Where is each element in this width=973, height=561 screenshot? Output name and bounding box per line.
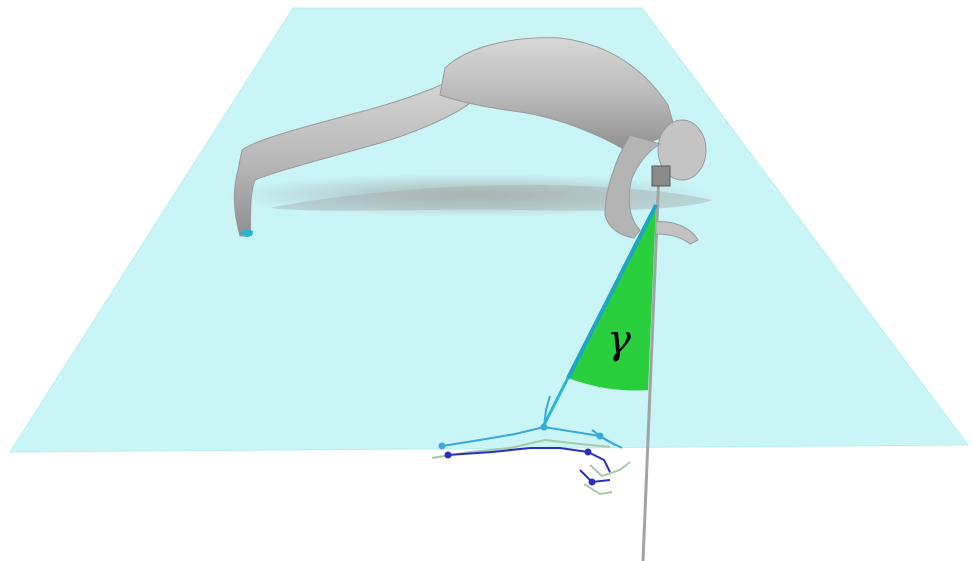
sensor-box [652,166,670,186]
projected-skeleton-dark [446,448,611,485]
angle-label: γ [607,317,631,363]
figure-foot [241,229,253,237]
